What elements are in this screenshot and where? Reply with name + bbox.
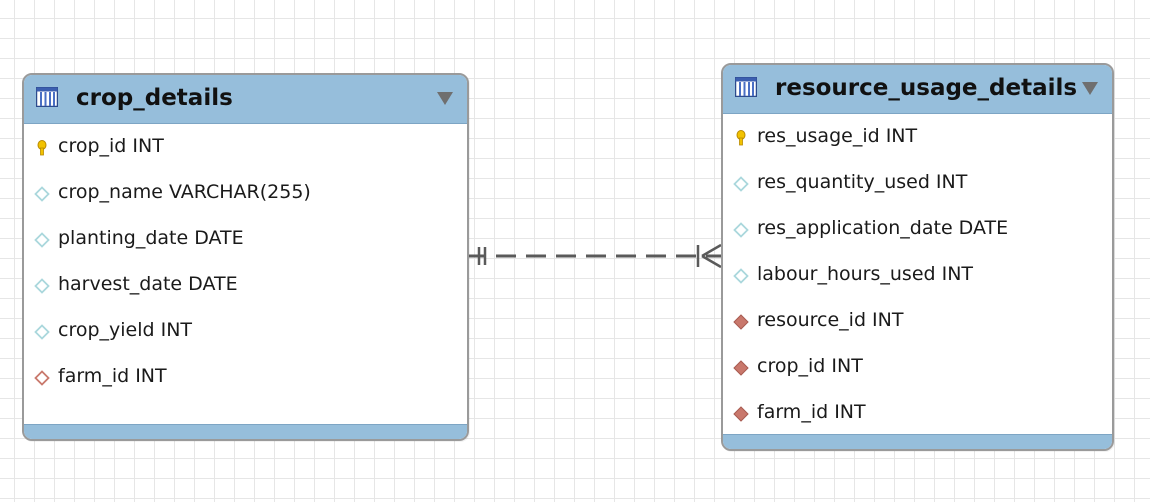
column-label: crop_name VARCHAR(255) [58, 181, 311, 203]
entity-footer [723, 434, 1112, 449]
column-row[interactable]: farm_id INT [723, 391, 1112, 437]
column-label: farm_id INT [58, 365, 167, 387]
column-icon [733, 268, 749, 284]
column-row[interactable]: res_usage_id INT [723, 115, 1112, 161]
column-row[interactable]: crop_yield INT [24, 309, 467, 355]
foreign-key-icon [733, 314, 749, 330]
column-label: planting_date DATE [58, 227, 244, 249]
column-label: farm_id INT [757, 401, 866, 423]
table-icon [735, 77, 757, 97]
column-row[interactable]: resource_id INT [723, 299, 1112, 345]
column-icon [34, 186, 50, 202]
column-icon [733, 222, 749, 238]
column-icon [34, 324, 50, 340]
table-icon [36, 87, 58, 107]
column-label: labour_hours_used INT [757, 263, 974, 285]
column-label: crop_id INT [58, 135, 164, 157]
column-label: crop_yield INT [58, 319, 193, 341]
column-icon [34, 232, 50, 248]
column-row[interactable]: planting_date DATE [24, 217, 467, 263]
column-icon [733, 176, 749, 192]
entity-title: resource_usage_details [775, 75, 1078, 101]
entity-header[interactable]: crop_details [24, 75, 467, 124]
column-label: res_usage_id INT [757, 125, 918, 147]
column-list: crop_id INT crop_name VARCHAR(255) plantin… [24, 125, 467, 401]
entity-header[interactable]: resource_usage_details [723, 65, 1112, 114]
column-row[interactable]: res_quantity_used INT [723, 161, 1112, 207]
entity-footer [24, 424, 467, 439]
column-row[interactable]: harvest_date DATE [24, 263, 467, 309]
column-row[interactable]: crop_id INT [24, 125, 467, 171]
column-list: res_usage_id INT res_quantity_used INT res… [723, 115, 1112, 437]
entity-crop-details[interactable]: crop_details crop_id INT crop_name VARCHA… [22, 73, 469, 441]
foreign-key-icon [733, 360, 749, 376]
column-icon [34, 278, 50, 294]
column-row[interactable]: crop_name VARCHAR(255) [24, 171, 467, 217]
column-label: harvest_date DATE [58, 273, 238, 295]
primary-key-icon [37, 140, 47, 156]
collapse-triangle-icon[interactable] [437, 92, 453, 105]
foreign-key-icon [733, 406, 749, 422]
primary-key-icon [736, 130, 746, 146]
column-label: res_application_date DATE [757, 217, 1009, 239]
column-row[interactable]: labour_hours_used INT [723, 253, 1112, 299]
column-label: res_quantity_used INT [757, 171, 968, 193]
many-cardinality-marker [696, 243, 722, 269]
column-row[interactable]: res_application_date DATE [723, 207, 1112, 253]
column-row[interactable]: crop_id INT [723, 345, 1112, 391]
column-label: crop_id INT [757, 355, 863, 377]
entity-title: crop_details [76, 85, 233, 111]
collapse-triangle-icon[interactable] [1082, 82, 1098, 95]
column-row[interactable]: farm_id INT [24, 355, 467, 401]
one-cardinality-marker [477, 247, 487, 265]
column-label: resource_id INT [757, 309, 904, 331]
foreign-key-outline-icon [34, 370, 50, 386]
